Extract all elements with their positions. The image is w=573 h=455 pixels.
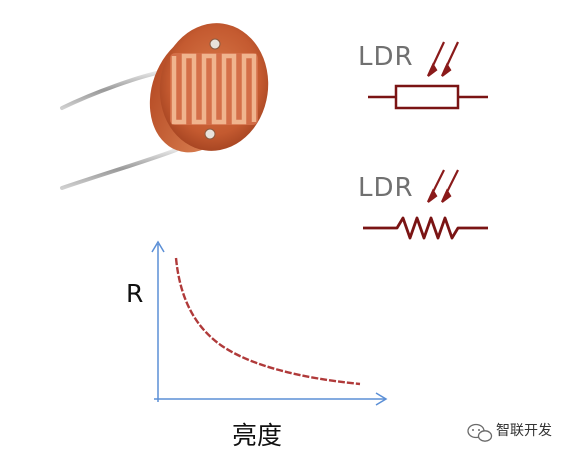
ldr-symbol-zigzag — [363, 169, 488, 240]
watermark-text: 智联开发 — [496, 423, 552, 439]
watermark: 智联开发 — [468, 420, 552, 440]
photoresistor-component — [60, 23, 269, 190]
lead-wire-bottom — [60, 148, 178, 190]
resistance-brightness-graph — [151, 240, 388, 406]
contact-dot-bottom — [204, 128, 216, 140]
y-axis-arrowhead — [151, 240, 165, 253]
x-axis-label: 亮度 — [232, 421, 283, 450]
resistance-curve — [174, 257, 361, 386]
x-axis-arrowhead — [375, 392, 388, 406]
light-arrows-icon — [426, 41, 459, 77]
contact-dot-top — [209, 38, 221, 50]
serpentine-trace — [171, 53, 257, 125]
ldr-label-bottom: LDR — [358, 173, 414, 203]
ldr-symbol-rectangular — [368, 41, 488, 110]
y-axis-label: R — [126, 279, 144, 308]
lead-wire-top — [60, 70, 164, 110]
zigzag-resistor — [363, 216, 488, 240]
wechat-icon — [467, 423, 493, 442]
ldr-label-top: LDR — [358, 42, 414, 72]
resistor-box — [394, 84, 460, 110]
light-arrows-icon — [426, 169, 459, 203]
